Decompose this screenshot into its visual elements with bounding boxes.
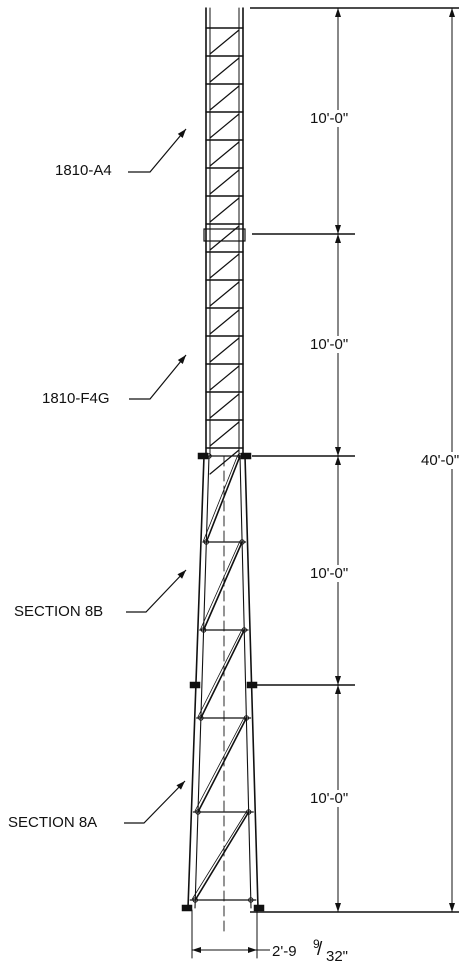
mast-diagonal: [209, 29, 240, 55]
arrowhead-up: [335, 234, 341, 243]
label-1810-f4g: 1810-F4G: [42, 390, 110, 407]
mast-diagonal: [209, 113, 240, 139]
callout-arrowhead: [177, 570, 186, 579]
lower-diagonal: [200, 629, 246, 719]
strut-bolt: [245, 809, 252, 815]
lower-diagonal: [194, 811, 250, 901]
lower-diagonal-edge: [200, 542, 240, 630]
label-section-8b: SECTION 8B: [14, 603, 104, 620]
lower-diagonal-edge: [191, 812, 247, 900]
strut-bolt: [248, 897, 254, 903]
mast-diagonal: [209, 309, 240, 335]
arrowhead-left: [192, 947, 201, 953]
lower-right-leg-inner: [239, 455, 252, 909]
dimension-total: 40'-0": [419, 452, 462, 469]
mast-diagonal: [209, 169, 240, 195]
arrowhead-down: [335, 903, 341, 912]
strut-bolt: [200, 627, 207, 633]
dimension-seg1: 10'-0": [308, 110, 351, 127]
callout-leader: [128, 128, 187, 173]
leader-arrows: [124, 128, 187, 824]
mast-diagonal: [209, 253, 240, 279]
callout-leader: [126, 569, 187, 613]
callout-leader: [129, 354, 187, 400]
callout-arrowhead: [177, 129, 186, 138]
arrowhead-up: [449, 8, 455, 17]
mast-diagonal: [209, 393, 240, 419]
lower-diagonal: [202, 541, 243, 631]
joint-band-left: [181, 904, 193, 912]
mast-diagonal: [209, 141, 240, 167]
strut-bolt: [198, 715, 204, 721]
section-joint-plate: [203, 228, 246, 242]
arrowhead-up: [335, 456, 341, 465]
arrowhead-down: [335, 225, 341, 234]
dimension-lines: [192, 7, 459, 953]
lower-diagonal: [197, 717, 248, 813]
joint-band-left: [197, 452, 209, 460]
lower-left-leg-inner: [194, 455, 210, 909]
lower-diagonal-edge: [197, 630, 242, 718]
arrowhead-up: [335, 685, 341, 694]
dimension-base-denominator: 32": [326, 948, 349, 965]
joint-band-right: [240, 452, 252, 460]
strut-bolt: [241, 627, 247, 633]
callout-leader: [124, 780, 186, 824]
arrowhead-up: [335, 8, 341, 17]
dimension-seg2: 10'-0": [308, 336, 351, 353]
strut-bolt: [195, 809, 201, 815]
arrowhead-down: [335, 447, 341, 456]
mast-diagonal: [209, 225, 240, 251]
dimension-seg3: 10'-0": [308, 565, 351, 582]
callout-arrowhead: [176, 781, 185, 790]
lower-diagonal-edge: [194, 718, 244, 812]
mast-diagonal: [209, 421, 240, 447]
mast-diagonal: [209, 57, 240, 83]
arrowhead-down: [335, 676, 341, 685]
callout-arrowhead: [177, 355, 186, 364]
strut-bolt: [203, 539, 210, 545]
lower-diagonal-edge: [202, 456, 238, 542]
joint-band-left: [189, 681, 201, 689]
dimension-base-numerator: 9: [313, 937, 320, 951]
label-1810-a4: 1810-A4: [55, 162, 112, 179]
lower-diagonal: [205, 455, 241, 543]
strut-bolt: [243, 715, 250, 721]
dimension-base-whole: 2'-9: [272, 943, 297, 960]
label-section-8a: SECTION 8A: [8, 814, 98, 831]
mast-diagonal: [209, 281, 240, 307]
strut-bolt: [239, 539, 245, 545]
dimension-seg4: 10'-0": [308, 790, 351, 807]
mast-diagonal: [209, 449, 240, 475]
dimension-base-slash: /: [317, 939, 323, 960]
tower-structure: [181, 7, 265, 959]
mast-diagonal: [209, 197, 240, 223]
mast-diagonal: [209, 85, 240, 111]
mast-diagonal: [209, 365, 240, 391]
arrowhead-down: [449, 903, 455, 912]
joint-band-right: [253, 904, 265, 912]
strut-bolt: [192, 897, 198, 903]
arrowhead-right: [248, 947, 257, 953]
mast-diagonal: [209, 337, 240, 363]
